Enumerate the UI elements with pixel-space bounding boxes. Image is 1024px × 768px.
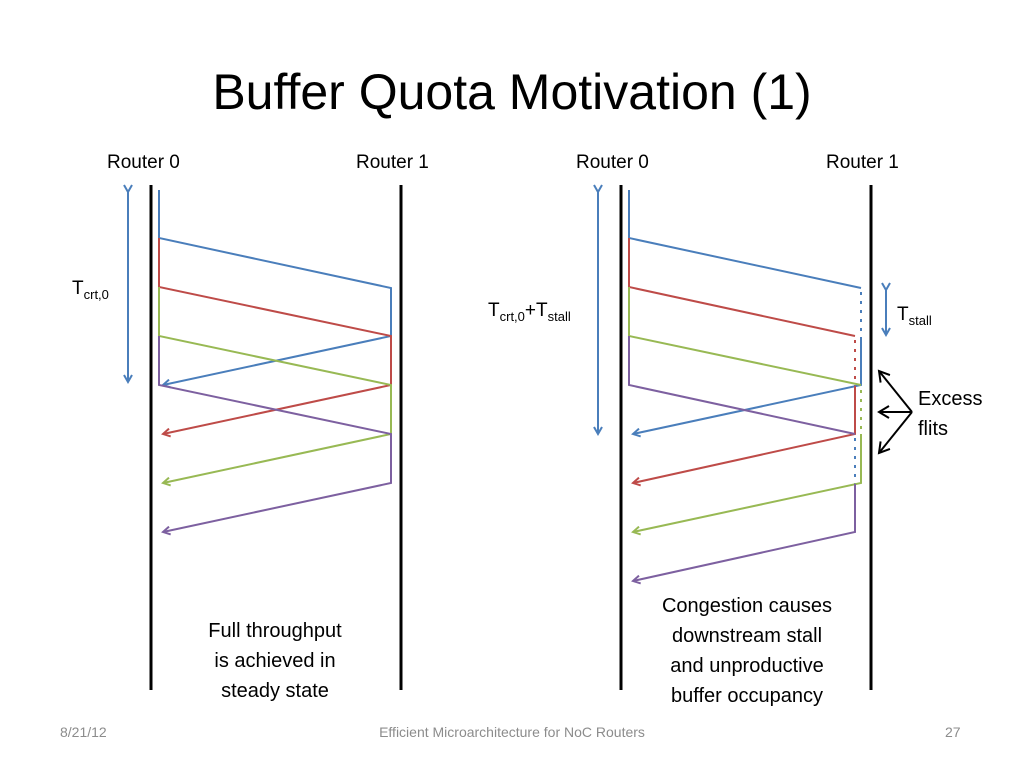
left-purple-path (158, 336, 392, 532)
left-diagram (128, 185, 403, 690)
right-diagram (598, 185, 913, 690)
left-router0-label: Router 0 (107, 152, 180, 173)
right-red-path (628, 238, 856, 337)
right-purple-path (628, 336, 856, 435)
right-red-return (633, 386, 856, 483)
right-tcrt-stall-label: Tcrt,0+Tstall (488, 300, 571, 324)
left-blue-path (158, 190, 392, 385)
footer-date: 8/21/12 (60, 724, 107, 740)
right-blue-return (633, 337, 862, 434)
left-red-path (158, 238, 392, 434)
footer-page-number: 27 (945, 724, 961, 740)
excess-arrow-top (877, 369, 913, 413)
right-green-return (633, 434, 862, 532)
right-caption: Congestion causes downstream stall and u… (661, 595, 833, 707)
right-router0-label: Router 0 (576, 152, 649, 173)
left-green-path (158, 287, 392, 483)
right-tstall-label: Tstall (897, 304, 932, 328)
left-caption: Full throughput is achieved in steady st… (208, 620, 342, 702)
right-purple-return (633, 484, 856, 581)
right-blue-path (628, 190, 862, 289)
excess-flits-label: Excess flits (918, 388, 983, 440)
slide-title: Buffer Quota Motivation (1) (212, 64, 812, 120)
excess-arrow-bottom (877, 411, 913, 455)
footer-title: Efficient Microarchitecture for NoC Rout… (379, 724, 645, 740)
left-router1-label: Router 1 (356, 152, 429, 173)
right-router1-label: Router 1 (826, 152, 899, 173)
left-tcrt-label: Tcrt,0 (72, 278, 109, 302)
right-green-path (628, 287, 862, 386)
